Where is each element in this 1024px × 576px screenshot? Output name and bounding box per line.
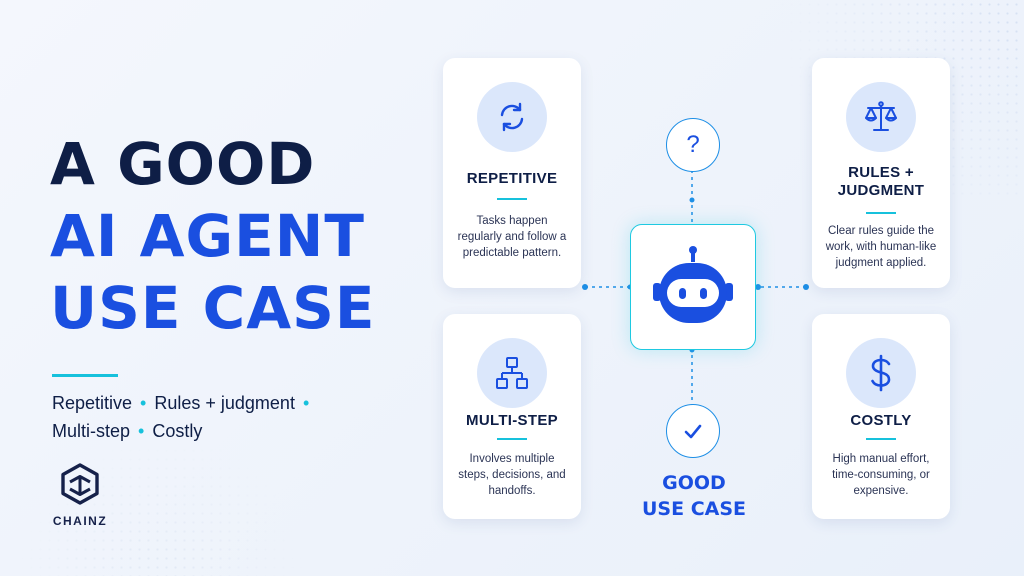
- card-description: High manual effort, time-consuming, or e…: [832, 453, 930, 497]
- summary-row-2: Multi-step • Costly: [52, 421, 202, 442]
- refresh-icon: [500, 102, 524, 132]
- brand-name: CHAINZ: [52, 514, 108, 528]
- check-node: [666, 404, 720, 458]
- headline-divider: [52, 374, 118, 377]
- question-mark-icon: ?: [686, 131, 700, 158]
- result-label: GOOD USE CASE: [612, 470, 776, 522]
- card-costly: COSTLY High manual effort, time-consumin…: [812, 314, 950, 519]
- question-node: ?: [666, 118, 720, 172]
- card-divider: [866, 212, 896, 214]
- result-label-line-1: GOOD: [662, 472, 726, 494]
- summary-row-1: Repetitive • Rules + judgment •: [52, 393, 317, 414]
- card-rules-judgment: RULES + JUDGMENT Clear rules guide the w…: [812, 58, 950, 288]
- scales-icon: [865, 101, 897, 131]
- card-title: COSTLY: [850, 412, 912, 429]
- card-title: REPETITIVE: [466, 170, 558, 187]
- summary-item-multi-step: Multi-step: [52, 421, 131, 441]
- card-title: MULTI-STEP: [466, 412, 558, 429]
- card-title-line-1: RULES +: [848, 164, 914, 181]
- card-icon-circle: [846, 82, 916, 152]
- summary-separator: •: [302, 393, 310, 413]
- card-icon-circle: [477, 82, 547, 152]
- card-repetitive: REPETITIVE Tasks happen regularly and fo…: [443, 58, 581, 288]
- card-icon-circle: [846, 338, 916, 408]
- card-title: RULES + JUDGMENT: [816, 164, 946, 200]
- flowchart-icon: [496, 357, 528, 389]
- agent-hub: [630, 224, 756, 350]
- dollar-icon: [871, 354, 891, 392]
- chainz-logo-icon: [61, 463, 99, 505]
- headline: A GOOD AI AGENT USE CASE: [50, 128, 376, 344]
- card-description: Involves multiple steps, decisions, and …: [458, 453, 566, 497]
- card-divider: [866, 438, 896, 440]
- headline-line-1: A GOOD: [50, 130, 316, 198]
- card-description: Tasks happen regularly and follow a pred…: [457, 215, 567, 259]
- card-icon-circle: [477, 338, 547, 408]
- summary-separator: •: [140, 393, 147, 413]
- check-icon: [684, 424, 702, 439]
- summary-item-rules-judgment: Rules + judgment: [154, 393, 295, 413]
- dot-pattern-bottom-left: [0, 446, 320, 576]
- brand-logo: CHAINZ: [48, 462, 112, 528]
- result-label-line-2: USE CASE: [641, 498, 747, 520]
- robot-icon: [653, 246, 733, 323]
- headline-line-3: USE CASE: [50, 274, 376, 342]
- summary-item-costly: Costly: [152, 421, 203, 441]
- summary-item-repetitive: Repetitive: [52, 393, 133, 413]
- card-divider: [497, 438, 527, 440]
- headline-line-2: AI AGENT: [50, 202, 365, 270]
- card-divider: [497, 198, 527, 200]
- card-title-line-2: JUDGMENT: [837, 182, 925, 199]
- summary-separator: •: [138, 421, 145, 441]
- card-multi-step: MULTI-STEP Involves multiple steps, deci…: [443, 314, 581, 519]
- card-description: Clear rules guide the work, with human-l…: [825, 225, 937, 269]
